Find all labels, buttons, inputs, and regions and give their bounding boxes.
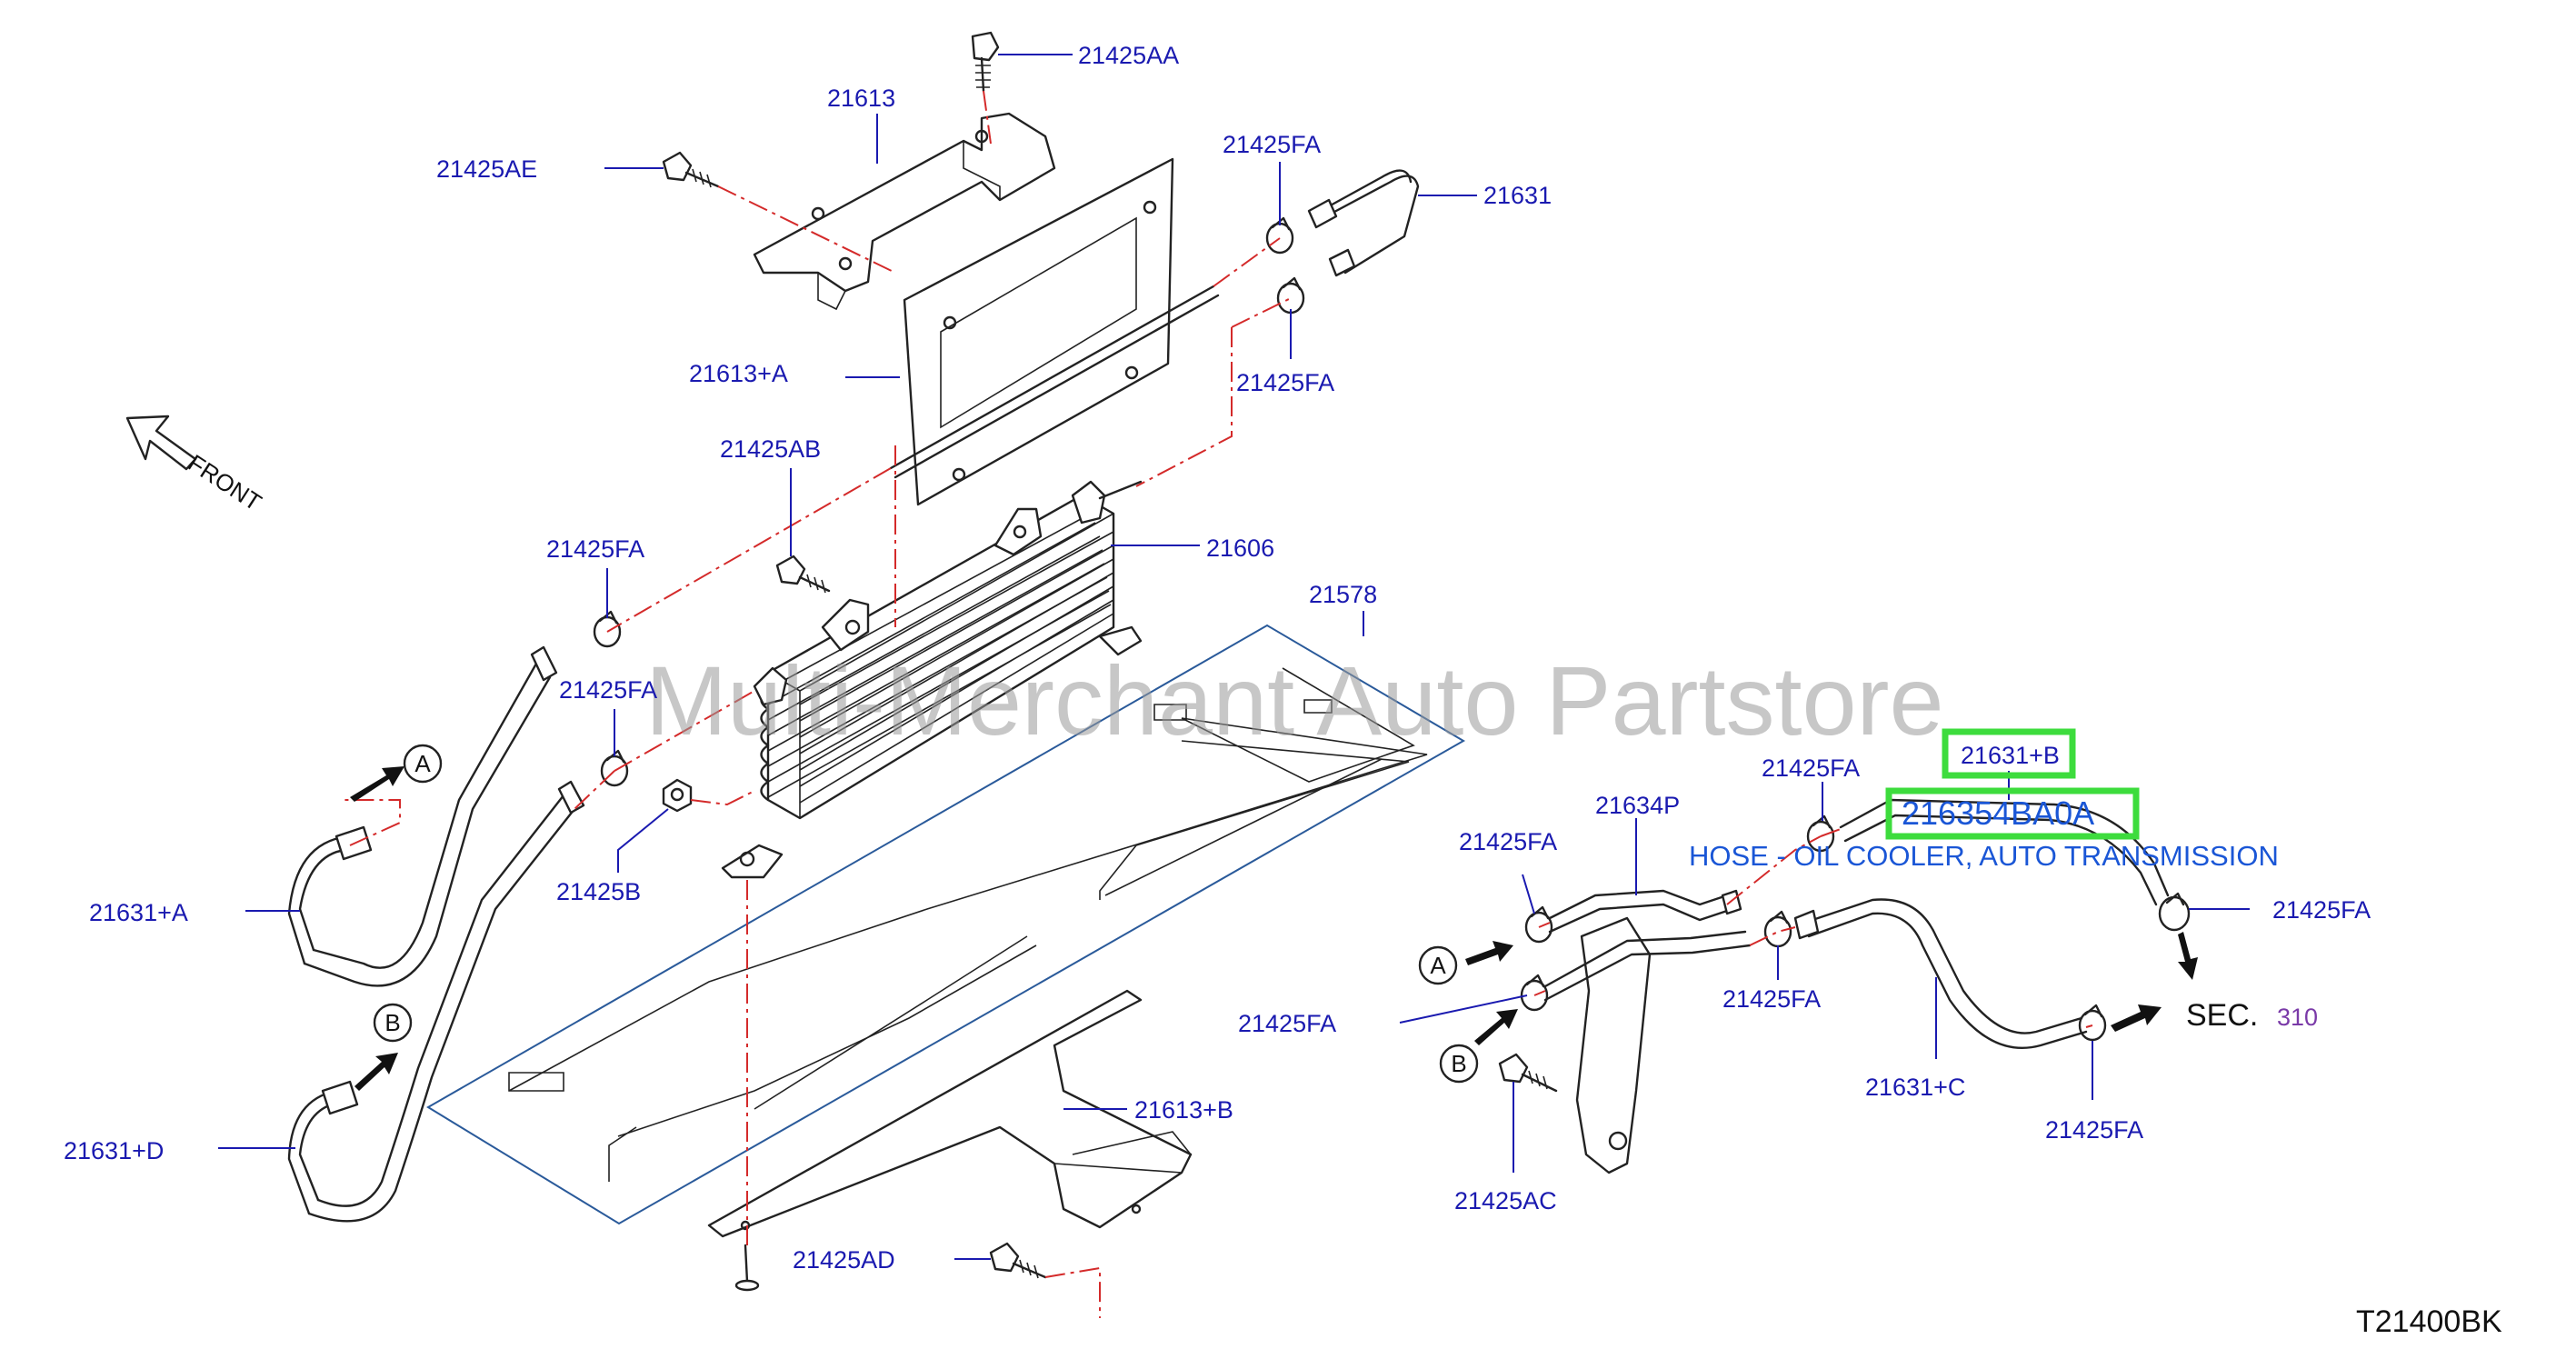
label-21425FA-r5[interactable]: 21425FA bbox=[2272, 896, 2371, 924]
part-labels: 21425AA 21613 21425AE 21425FA 21631 2161… bbox=[64, 42, 2371, 1274]
label-21425AD[interactable]: 21425AD bbox=[793, 1246, 895, 1274]
label-21613A[interactable]: 21613+A bbox=[689, 360, 788, 387]
circle-a-left bbox=[403, 744, 443, 784]
label-21631B[interactable]: 21631+B bbox=[1961, 742, 2060, 769]
part-21631A-hose bbox=[287, 645, 558, 987]
watermark-text: Multi-Merchant Auto Partstore bbox=[645, 645, 1944, 755]
diagram-code: T21400BK bbox=[2356, 1304, 2502, 1339]
callout-b-left: B bbox=[354, 1003, 413, 1091]
circle-b-left bbox=[373, 1003, 413, 1043]
sec-number-link[interactable]: 310 bbox=[2277, 1004, 2318, 1031]
clamp-right-5 bbox=[2158, 892, 2191, 932]
label-21425FA-r4[interactable]: 21425FA bbox=[1722, 985, 1821, 1013]
label-21631A[interactable]: 21631+A bbox=[89, 899, 188, 926]
highlight-box-part-number bbox=[1885, 787, 2140, 840]
center-lines bbox=[341, 90, 2093, 1318]
label-21425FA-top2[interactable]: 21425FA bbox=[1236, 369, 1334, 396]
circle-b-right-letter: B bbox=[1451, 1050, 1466, 1077]
front-indicator: FRONT bbox=[125, 415, 267, 516]
part-21631C-hose bbox=[1793, 898, 2088, 1049]
bolt-21425AB bbox=[775, 555, 831, 594]
bolt-21425AA bbox=[971, 31, 1000, 93]
label-21631D[interactable]: 21631+D bbox=[64, 1137, 164, 1164]
clamp-group bbox=[593, 216, 2191, 1042]
part-21631D-hose bbox=[287, 780, 585, 1223]
front-label: FRONT bbox=[184, 449, 267, 516]
callout-a-left: A bbox=[350, 744, 443, 802]
label-21425FA-top1[interactable]: 21425FA bbox=[1223, 131, 1321, 158]
leader-lines bbox=[218, 54, 2250, 1260]
screw-bottom bbox=[734, 1244, 760, 1292]
clamp-right-6 bbox=[2078, 1004, 2107, 1042]
label-21425AE[interactable]: 21425AE bbox=[436, 155, 537, 183]
label-21634P[interactable]: 21634P bbox=[1595, 792, 1680, 819]
callout-b-right: B bbox=[1439, 1009, 1518, 1084]
label-21425FA-left1[interactable]: 21425FA bbox=[546, 535, 644, 563]
highlight-description: HOSE - OIL COOLER, AUTO TRANSMISSION bbox=[1689, 840, 2279, 872]
callout-a-right: A bbox=[1418, 941, 1513, 985]
highlight-part-number[interactable]: 216354BA0A bbox=[1885, 787, 2140, 840]
label-21425FA-r1[interactable]: 21425FA bbox=[1762, 754, 1860, 782]
section-reference[interactable]: SEC. 310 bbox=[2186, 998, 2318, 1033]
part-21613A-shield bbox=[889, 157, 1220, 506]
label-21631C[interactable]: 21631+C bbox=[1865, 1074, 1965, 1101]
part-21634P-tube-bracket bbox=[1543, 889, 1752, 1174]
label-21613B[interactable]: 21613+B bbox=[1134, 1096, 1233, 1124]
label-21606[interactable]: 21606 bbox=[1206, 535, 1274, 562]
highlight-box-21631B bbox=[1942, 728, 2076, 779]
label-21578[interactable]: 21578 bbox=[1309, 581, 1377, 608]
label-21425AA[interactable]: 21425AA bbox=[1078, 42, 1179, 69]
label-21425AC[interactable]: 21425AC bbox=[1454, 1187, 1557, 1214]
label-21425AB[interactable]: 21425AB bbox=[720, 435, 821, 463]
part-21613-bracket bbox=[753, 112, 1056, 311]
clamp-top-2 bbox=[1276, 276, 1305, 315]
circle-a-right bbox=[1418, 945, 1458, 985]
bolt-21425AD bbox=[989, 1242, 1047, 1279]
highlight-21631B[interactable]: 21631+B bbox=[1942, 728, 2076, 779]
part-21578-undercover bbox=[426, 624, 1465, 1225]
circle-a-left-letter: A bbox=[414, 750, 431, 777]
part-21606-oil-cooler bbox=[721, 480, 1143, 879]
bolt-21425AC bbox=[1498, 1053, 1558, 1093]
label-21425FA-r6[interactable]: 21425FA bbox=[2045, 1116, 2143, 1144]
sec-arrow-down bbox=[2178, 932, 2198, 980]
circle-b-left-letter: B bbox=[384, 1009, 400, 1036]
label-21425FA-r2[interactable]: 21425FA bbox=[1459, 828, 1557, 855]
bolt-21425AE bbox=[662, 151, 720, 188]
circle-a-right-letter: A bbox=[1430, 952, 1446, 979]
sec-arrow-right bbox=[2111, 1004, 2162, 1032]
part-21613B-bracket bbox=[707, 989, 1193, 1238]
sec-prefix: SEC. bbox=[2186, 998, 2258, 1033]
highlight-part-number-text[interactable]: 216354BA0A bbox=[1902, 794, 2094, 832]
label-21425B[interactable]: 21425B bbox=[556, 878, 641, 905]
part-21631-hose bbox=[1307, 169, 1420, 277]
label-21631[interactable]: 21631 bbox=[1483, 182, 1552, 209]
label-21425FA-left2[interactable]: 21425FA bbox=[559, 676, 657, 704]
circle-b-right bbox=[1439, 1044, 1479, 1084]
label-21613[interactable]: 21613 bbox=[827, 85, 895, 112]
label-21425FA-r3[interactable]: 21425FA bbox=[1238, 1010, 1336, 1037]
nut-21425B bbox=[662, 778, 693, 813]
